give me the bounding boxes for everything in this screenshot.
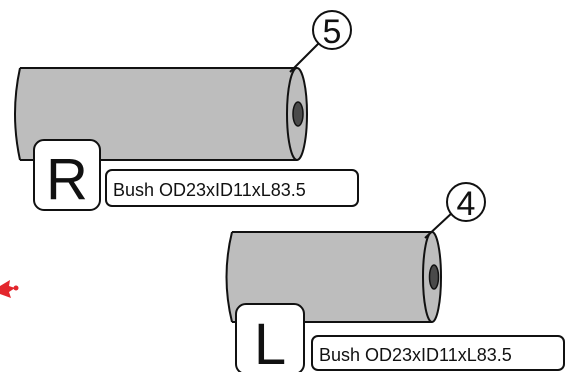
bush-bore [428,264,440,290]
callout-number: 4 [457,185,476,223]
callout-circle [446,182,486,222]
bush-part-l: 4 L Bush OD23xID11xL83.5 [225,182,565,372]
callout-circle [312,10,352,50]
red-marker-icon [0,280,19,298]
side-letter: R [46,147,88,212]
bush-part-r: 5 R Bush OD23xID11xL83.5 [14,10,359,212]
callout-number: 5 [323,13,342,51]
bush-bore [292,101,304,127]
side-letter-box [235,303,305,372]
side-letter: L [254,312,286,372]
part-label: Bush OD23xID11xL83.5 [113,180,306,200]
part-label-box [105,169,359,207]
part-label-box [311,335,565,371]
side-letter-box [33,139,101,211]
part-label: Bush OD23xID11xL83.5 [319,345,512,365]
